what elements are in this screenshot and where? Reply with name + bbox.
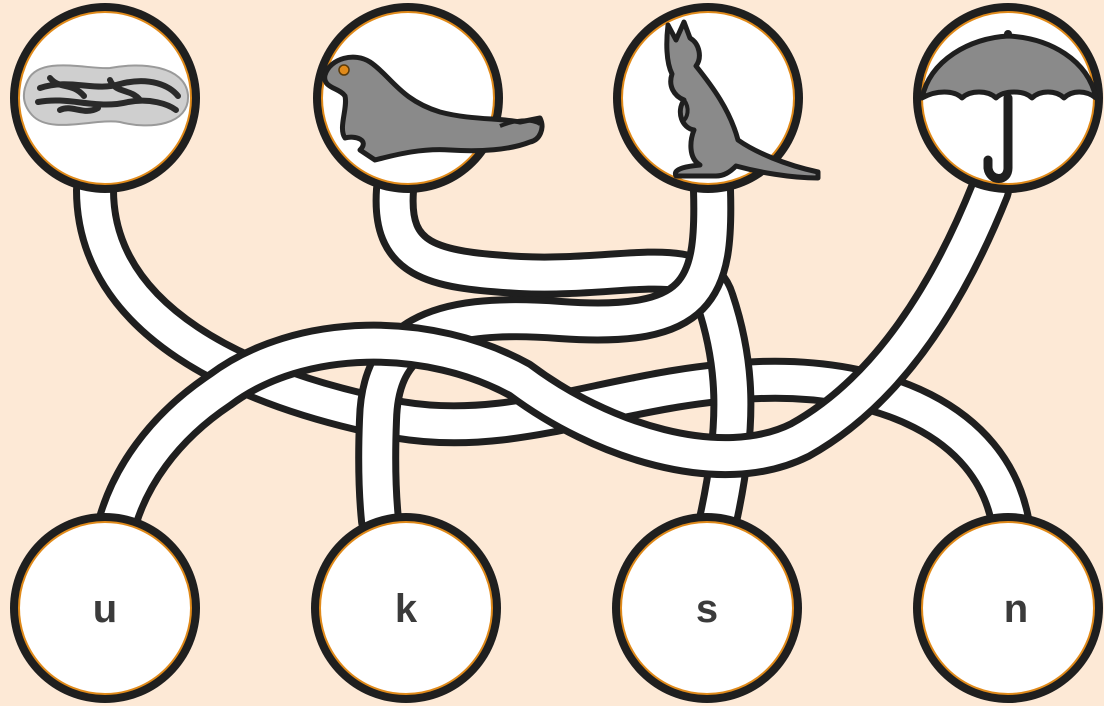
letter-circle-u[interactable]: u (10, 513, 200, 703)
picture-circle-kangaroo[interactable] (613, 3, 821, 193)
letter-label: u (93, 587, 117, 631)
path-umbrella (96, 168, 1012, 542)
path-seal (372, 168, 755, 542)
letter-row: u k s n (10, 513, 1103, 703)
picture-row (10, 3, 1103, 193)
letter-label: n (1004, 587, 1028, 631)
kangaroo-icon (664, 19, 821, 181)
letter-circle-k[interactable]: k (311, 513, 501, 703)
letter-circle-n[interactable]: n (913, 513, 1103, 703)
picture-circle-seal[interactable] (313, 3, 545, 193)
letter-label: s (696, 587, 718, 631)
letter-circle-s[interactable]: s (612, 513, 802, 703)
picture-circle-umbrella[interactable] (913, 3, 1103, 193)
path-kangaroo (355, 168, 735, 542)
connector-paths (73, 168, 1032, 542)
seal-icon (322, 54, 545, 163)
umbrella-icon (919, 30, 1099, 183)
picture-circle-peanut[interactable] (10, 3, 200, 193)
peanut-icon (22, 64, 190, 127)
letter-label: k (395, 587, 418, 631)
